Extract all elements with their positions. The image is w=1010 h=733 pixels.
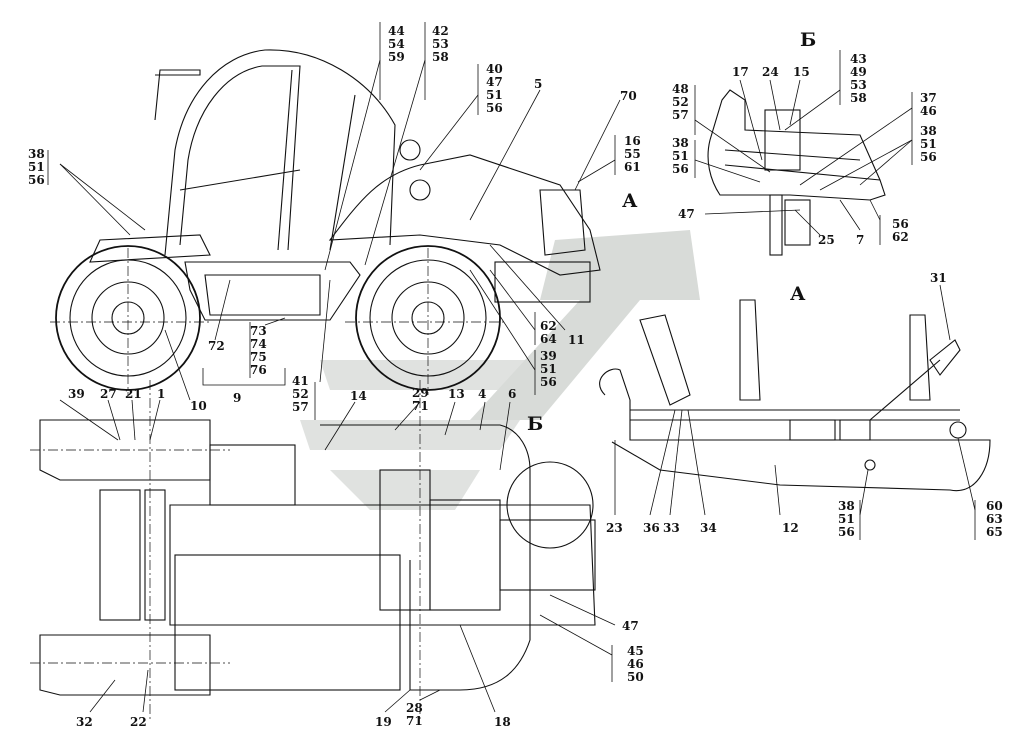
callout-32: 32	[76, 715, 93, 729]
callout-34: 34	[700, 521, 717, 535]
callout-47-plan: 47	[622, 619, 639, 633]
callout-56-62: 56 62	[892, 217, 913, 244]
callout-5: 5	[534, 77, 542, 91]
callout-24: 24	[762, 65, 779, 79]
callout-15: 15	[793, 65, 810, 79]
callout-37-46: 37 46	[920, 91, 941, 118]
callout-19: 19	[375, 715, 392, 729]
callout-42-53-58: 42 53 58	[432, 24, 453, 64]
callout-10: 10	[190, 399, 207, 413]
callout-38-51-56-main: 38 51 56	[28, 147, 49, 187]
view-a-detail	[599, 284, 991, 540]
section-title-a-detail: А	[790, 283, 806, 305]
callout-22: 22	[130, 715, 147, 729]
callout-23: 23	[606, 521, 623, 535]
callout-12: 12	[782, 521, 799, 535]
callout-43-49-53-58: 43 49 53 58	[850, 52, 871, 105]
callout-4: 4	[478, 387, 486, 401]
callout-62-64: 62 64	[540, 319, 561, 346]
callout-14: 14	[350, 389, 367, 403]
callout-45-46-50: 45 46 50	[627, 644, 648, 684]
callout-33: 33	[663, 521, 680, 535]
callout-73-76: 73 74 75 76	[250, 324, 271, 377]
callout-36: 36	[643, 521, 660, 535]
callout-72: 72	[208, 339, 225, 353]
callout-25: 25	[818, 233, 835, 247]
callout-38-51-56-a: 38 51 56	[838, 499, 859, 539]
callout-41-52-57: 41 52 57	[292, 374, 313, 414]
labels: Б А А Б 38 51 56 44 54 59 42 53 58 40 47…	[28, 24, 1007, 729]
callout-38-51-56-b-left: 38 51 56	[672, 136, 693, 176]
section-title-b-plan: Б	[527, 413, 543, 435]
callout-44-54-59: 44 54 59	[388, 24, 409, 64]
callout-9: 9	[233, 391, 241, 405]
callout-7: 7	[856, 233, 864, 247]
callout-27: 27	[100, 387, 117, 401]
section-title-b-top: Б	[800, 29, 816, 51]
callout-13: 13	[448, 387, 465, 401]
callout-21: 21	[125, 387, 142, 401]
callout-11: 11	[568, 333, 585, 347]
callout-60-63-65: 60 63 65	[986, 499, 1007, 539]
view-b-detail	[694, 50, 913, 256]
callout-6: 6	[508, 387, 516, 401]
callout-48-52-57: 48 52 57	[672, 82, 693, 122]
callout-17: 17	[732, 65, 749, 79]
callout-29-71: 29 71	[412, 386, 433, 413]
callout-28-71: 28 71	[406, 701, 427, 728]
main-side-view	[47, 22, 621, 420]
callout-70: 70	[620, 89, 637, 103]
section-title-a-main: А	[622, 190, 638, 212]
callout-18: 18	[494, 715, 511, 729]
callout-1: 1	[157, 387, 165, 401]
callout-40-47-51-56: 40 47 51 56	[486, 62, 507, 115]
callout-39-51-56: 39 51 56	[540, 349, 561, 389]
plan-view	[30, 380, 616, 720]
callout-31: 31	[930, 271, 947, 285]
callout-16-55-61: 16 55 61	[624, 134, 645, 174]
callout-38-51-56-b-right: 38 51 56	[920, 124, 941, 164]
callout-47-b: 47	[678, 207, 695, 221]
callout-39-plan: 39	[68, 387, 85, 401]
